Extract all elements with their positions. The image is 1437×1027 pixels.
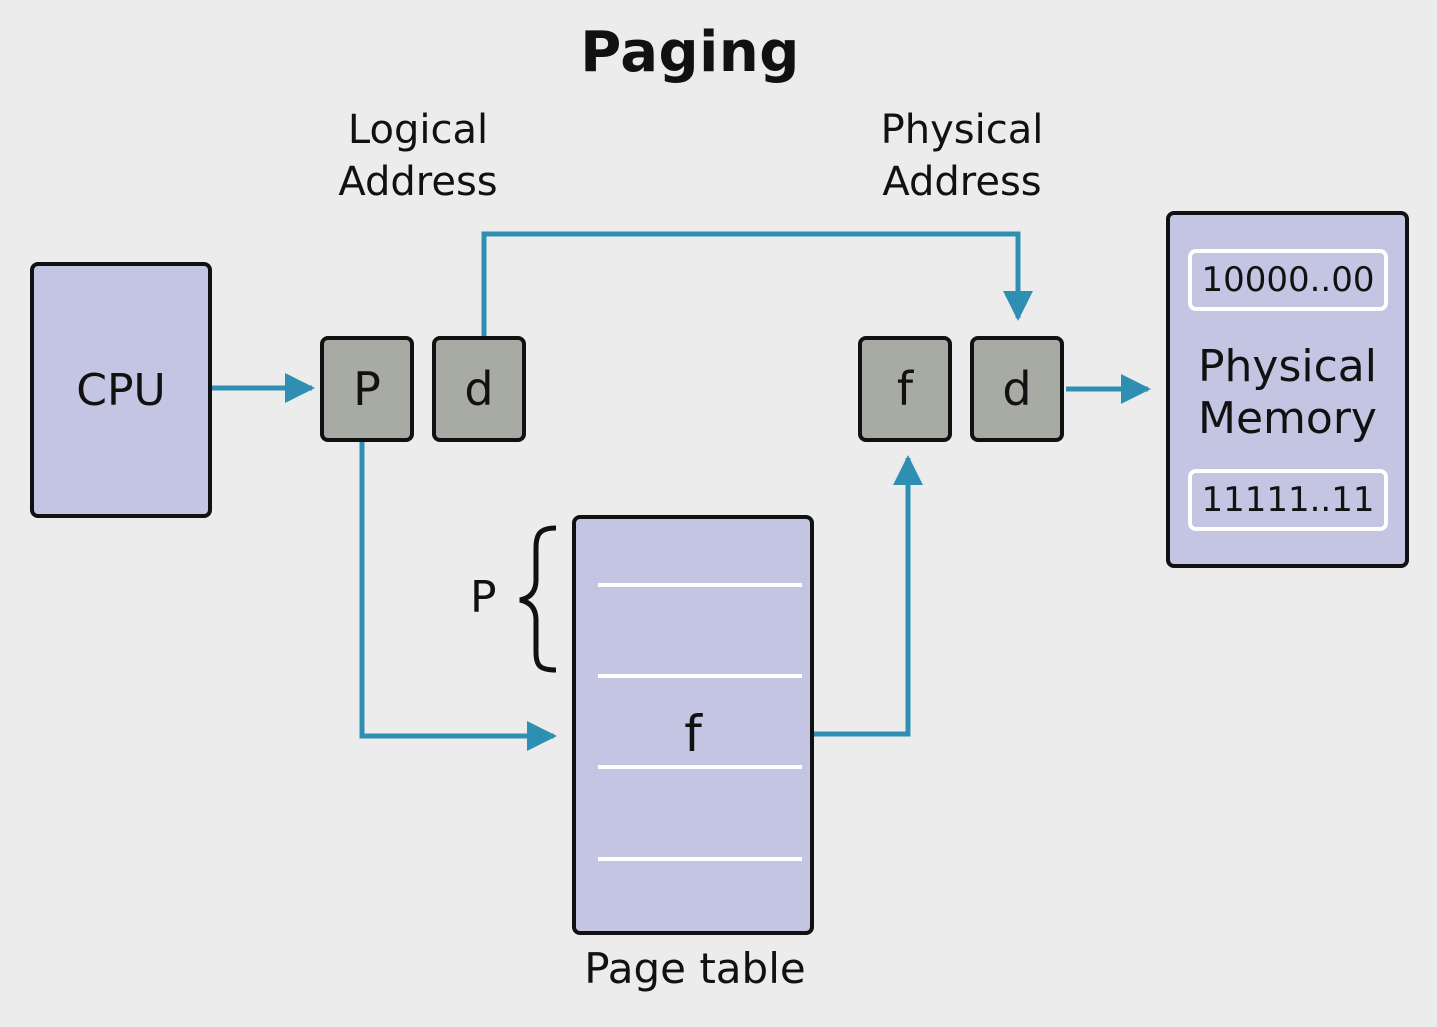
physical-offset-label: d	[1002, 362, 1032, 416]
arrow-page-to-table	[359, 441, 557, 751]
physical-memory-label-line1: Physical	[1198, 341, 1377, 392]
physical-memory-label-line2: Memory	[1198, 393, 1377, 444]
page-table-frame-entry: f	[684, 705, 702, 763]
memory-start-address: 10000..00	[1188, 249, 1388, 311]
physical-address-label-line2: Address	[882, 159, 1042, 205]
logical-page-number: P	[320, 336, 414, 442]
arrow-table-to-frame	[814, 455, 923, 737]
physical-address-label: Physical Address	[832, 104, 1092, 208]
page-table-box: f	[572, 515, 814, 935]
physical-memory-label: Physical Memory	[1170, 341, 1405, 445]
page-table-row-divider	[598, 857, 802, 861]
memory-end-address: 11111..11	[1188, 469, 1388, 531]
logical-page-label: P	[353, 362, 381, 416]
physical-frame-label: f	[896, 362, 914, 416]
diagram-title: Paging	[580, 20, 800, 85]
logical-address-label-line2: Address	[338, 159, 498, 205]
physical-address-label-line1: Physical	[880, 107, 1044, 153]
page-table-row-divider	[598, 583, 802, 587]
physical-offset: d	[970, 336, 1064, 442]
logical-offset-label: d	[464, 362, 494, 416]
page-index-label: P	[470, 572, 497, 623]
page-index-brace	[519, 525, 557, 673]
page-table-row-divider	[598, 765, 802, 769]
page-table-label: Page table	[584, 944, 806, 993]
cpu-label: CPU	[76, 364, 166, 416]
arrow-offset-copy	[481, 231, 1033, 336]
logical-address-label-line1: Logical	[347, 107, 489, 153]
physical-memory-box: 10000..00 Physical Memory 11111..11	[1166, 211, 1409, 568]
logical-address-label: Logical Address	[288, 104, 548, 208]
page-table-row-divider	[598, 674, 802, 678]
cpu-box: CPU	[30, 262, 212, 518]
logical-offset: d	[432, 336, 526, 442]
physical-frame-number: f	[858, 336, 952, 442]
